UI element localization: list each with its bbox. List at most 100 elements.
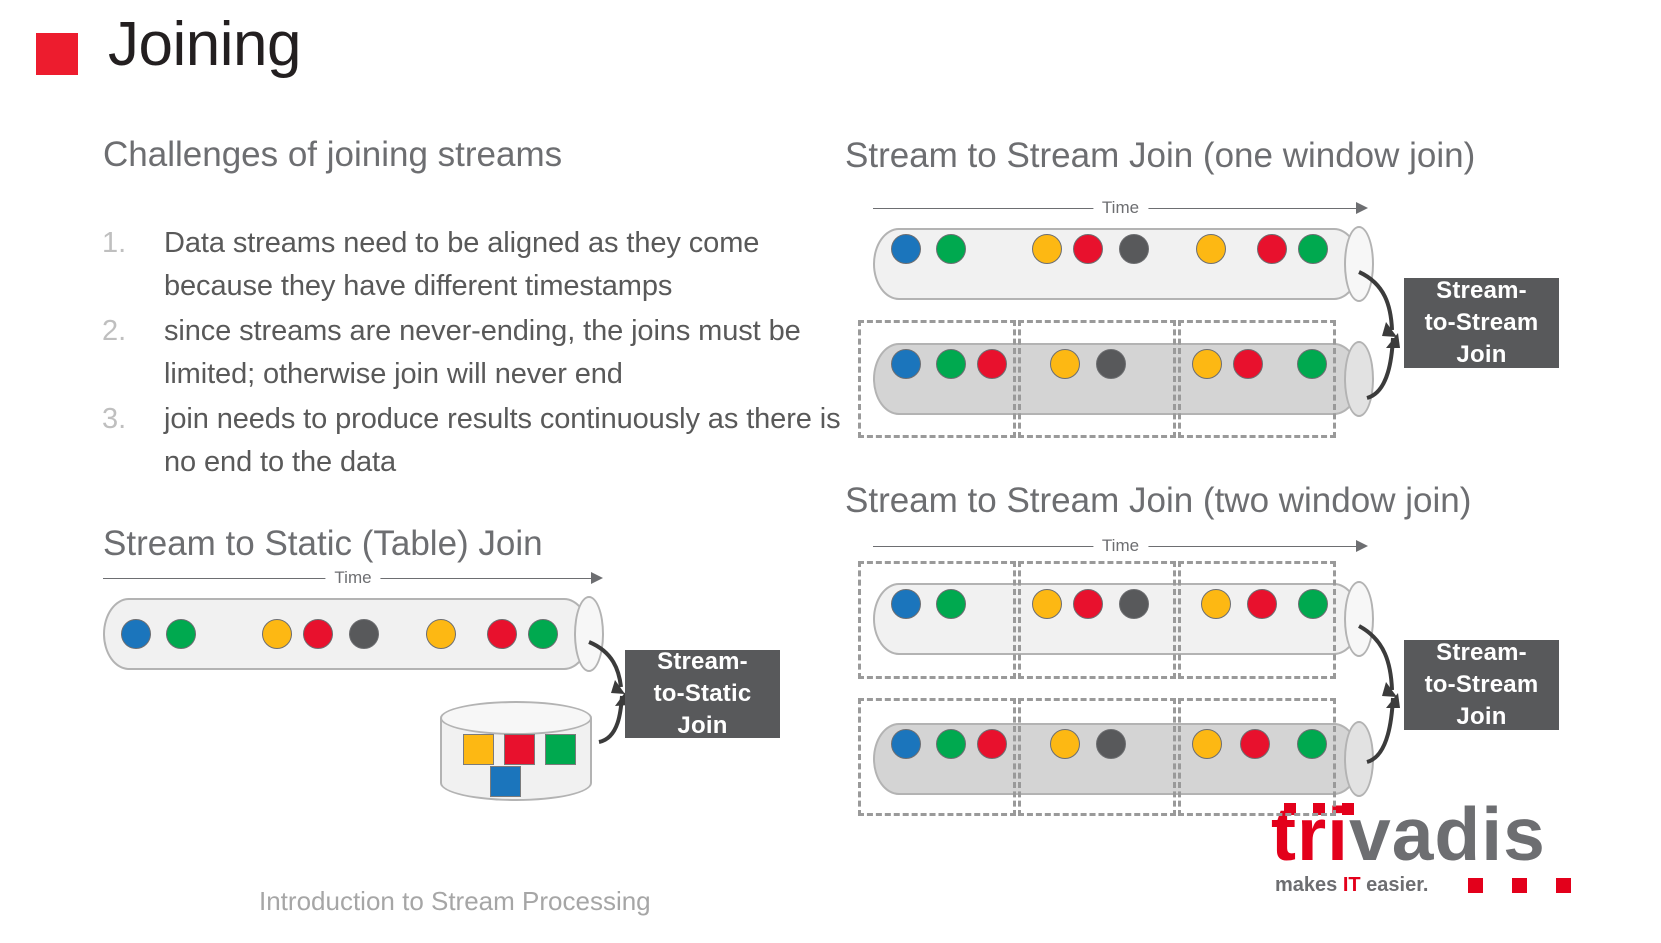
join-window-box: [1018, 561, 1176, 679]
logo-dots-icon: [1284, 803, 1354, 815]
stream-event-dot: [1247, 589, 1277, 619]
stream-event-dot: [936, 234, 966, 264]
stream-event-dot: [1119, 589, 1149, 619]
stream-event-dot: [977, 729, 1007, 759]
stream-event-dot: [1240, 729, 1270, 759]
stream-event-dot: [1196, 234, 1226, 264]
pipe-end-cap: [1344, 581, 1374, 657]
stream-event-dot: [1297, 729, 1327, 759]
trivadis-logo: trivadis makes IT easier.: [1271, 797, 1571, 896]
table-record-square: [490, 766, 521, 797]
list-item-text: join needs to produce results continuous…: [164, 403, 841, 478]
two-window-result-box: Stream- to-Stream Join: [1404, 639, 1559, 730]
time-axis-label: Time: [1092, 197, 1149, 219]
time-axis-two-window: Time: [873, 535, 1368, 557]
stream-event-dot: [1073, 234, 1103, 264]
stream-event-dot: [528, 619, 558, 649]
list-item-text: since streams are never-ending, the join…: [164, 315, 801, 390]
tagline-suffix: easier.: [1360, 874, 1429, 896]
one-window-join-arrows: [1358, 270, 1400, 400]
stream-event-dot: [1032, 234, 1062, 264]
result-line: to-Stream: [1424, 671, 1539, 699]
stream-event-dot: [426, 619, 456, 649]
time-axis-arrow-icon: [1356, 540, 1368, 552]
stream-event-dot: [262, 619, 292, 649]
list-item-text: Data streams need to be aligned as they …: [164, 227, 760, 302]
stream-event-dot: [936, 729, 966, 759]
result-line: to-Static: [653, 680, 752, 708]
stream-event-dot: [303, 619, 333, 649]
stream-event-dot: [891, 349, 921, 379]
time-axis-label: Time: [1092, 535, 1149, 557]
stream-event-dot: [1032, 589, 1062, 619]
stream-to-static-heading: Stream to Static (Table) Join: [103, 524, 543, 563]
logo-squares-icon: [1468, 878, 1571, 893]
static-table-cylinder: [440, 701, 592, 801]
stream-event-dot: [1192, 349, 1222, 379]
stream-event-dot: [1257, 234, 1287, 264]
pipe-end-cap: [1344, 341, 1374, 417]
time-axis-label: Time: [325, 567, 381, 589]
list-item: 2. since streams are never-ending, the j…: [102, 310, 862, 396]
tagline-it: IT: [1342, 874, 1361, 896]
table-record-square: [504, 734, 535, 765]
stream-event-dot: [487, 619, 517, 649]
stream-event-dot: [891, 234, 921, 264]
one-window-join-heading: Stream to Stream Join (one window join): [845, 136, 1476, 175]
stream-event-dot: [1096, 349, 1126, 379]
result-line: Stream-: [657, 648, 748, 676]
join-window-box: [1178, 561, 1336, 679]
join-window-box: [858, 698, 1016, 816]
pipe-end-cap: [1344, 226, 1374, 302]
time-axis-static: Time: [103, 567, 603, 589]
logo-tagline: makes IT easier.: [1275, 874, 1428, 897]
join-window-box: [858, 561, 1016, 679]
stream-event-dot: [349, 619, 379, 649]
stream-event-dot: [1119, 234, 1149, 264]
result-line: Stream-: [1436, 277, 1527, 305]
time-axis-arrow-icon: [1356, 202, 1368, 214]
page-title: Joining: [108, 10, 301, 79]
stream-event-dot: [936, 349, 966, 379]
list-item-number: 1.: [102, 227, 127, 259]
join-window-box: [858, 320, 1016, 438]
result-line: Stream-: [1436, 639, 1527, 667]
logo-wordmark: trivadis: [1271, 797, 1571, 872]
table-record-square: [545, 734, 576, 765]
list-item: 3. join needs to produce results continu…: [102, 398, 862, 484]
stream-event-dot: [977, 349, 1007, 379]
stream-event-dot: [936, 589, 966, 619]
stream-event-dot: [1096, 729, 1126, 759]
two-window-join-heading: Stream to Stream Join (two window join): [845, 481, 1472, 520]
stream-event-dot: [1201, 589, 1231, 619]
challenges-list: 1. Data streams need to be aligned as th…: [102, 222, 862, 486]
result-line: Join: [1456, 340, 1507, 368]
stream-event-dot: [121, 619, 151, 649]
footer-text: Introduction to Stream Processing: [259, 886, 651, 916]
cylinder-top-ellipse: [440, 701, 592, 735]
stream-event-dot: [1233, 349, 1263, 379]
tagline-prefix: makes: [1275, 874, 1343, 896]
stream-event-dot: [891, 729, 921, 759]
one-window-result-box: Stream- to-Stream Join: [1404, 277, 1559, 368]
join-window-box: [1018, 698, 1176, 816]
title-bullet-icon: [36, 33, 78, 75]
stream-event-dot: [1192, 729, 1222, 759]
challenges-heading: Challenges of joining streams: [103, 135, 563, 174]
stream-event-dot: [1050, 349, 1080, 379]
stream-event-dot: [166, 619, 196, 649]
pipe-end-cap: [574, 596, 604, 672]
stream-event-dot: [891, 589, 921, 619]
stream-event-dot: [1298, 589, 1328, 619]
two-window-join-arrows: [1358, 624, 1400, 764]
time-axis-arrow-icon: [591, 572, 603, 584]
stream-to-static-result-box: Stream- to-Static Join: [625, 648, 780, 739]
stream-event-dot: [1073, 589, 1103, 619]
result-line: Join: [677, 711, 728, 739]
join-window-box: [1018, 320, 1176, 438]
stream-event-dot: [1297, 349, 1327, 379]
list-item-number: 3.: [102, 403, 127, 435]
join-window-box: [1178, 698, 1336, 816]
list-item-number: 2.: [102, 315, 127, 347]
stream-event-dot: [1050, 729, 1080, 759]
